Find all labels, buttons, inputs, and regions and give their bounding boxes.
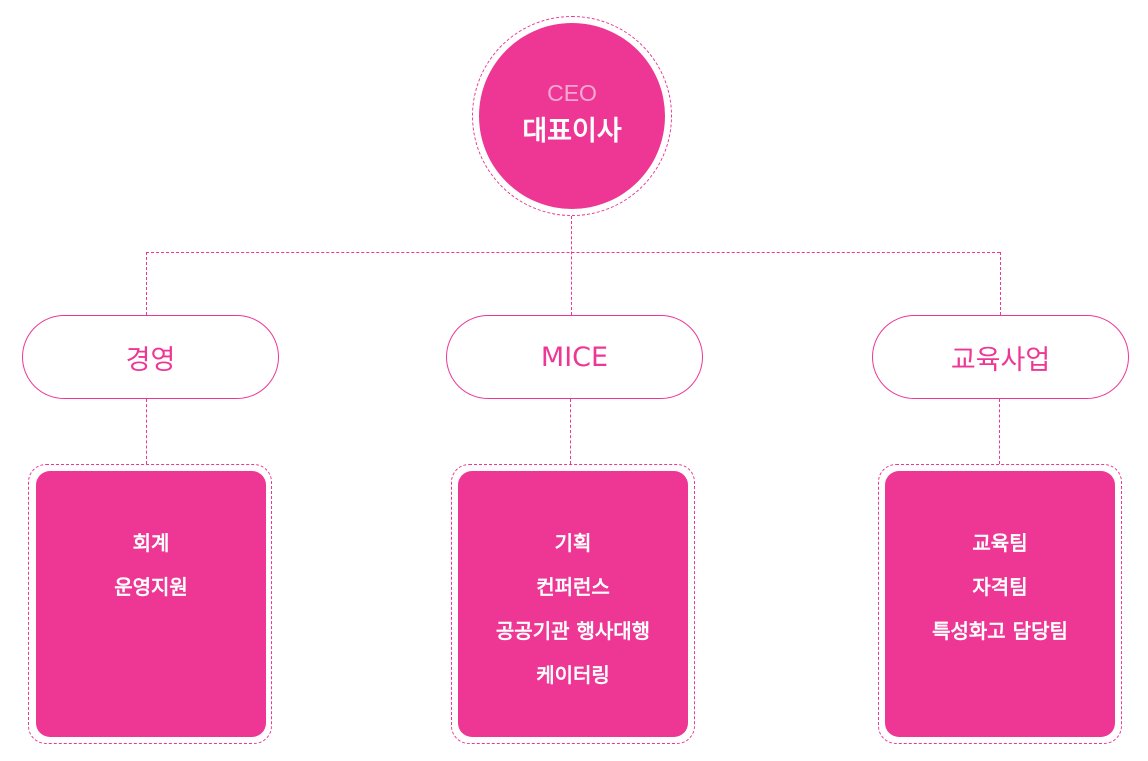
division-education: 교육사업	[872, 315, 1129, 399]
team-box-border	[878, 464, 1122, 744]
team-box-management: 회계 운영지원	[36, 471, 266, 737]
connector-right	[1000, 252, 1001, 315]
division-mice: MICE	[446, 315, 703, 399]
team-item: 특성화고 담당팀	[932, 619, 1068, 643]
connector-down-2	[570, 399, 571, 464]
ceo-title-ko: 대표이사	[522, 116, 622, 147]
team-box-education: 교육팀 자격팀 특성화고 담당팀	[885, 471, 1115, 737]
team-box-border	[451, 464, 695, 744]
team-item: 케이터링	[536, 663, 610, 687]
ceo-title-en: CEO	[547, 80, 597, 106]
team-item: 교육팀	[972, 531, 1028, 555]
connector-left	[146, 252, 147, 315]
team-item: 공공기관 행사대행	[495, 619, 651, 643]
team-item: 자격팀	[972, 575, 1028, 599]
connector-down-1	[146, 399, 147, 464]
team-item: 컨퍼런스	[536, 575, 610, 599]
team-box-border	[28, 464, 272, 744]
ceo-ring	[472, 16, 672, 216]
team-item: 회계	[132, 531, 170, 555]
connector-down-3	[999, 399, 1000, 464]
team-item: 기획	[554, 531, 592, 555]
team-box-mice: 기획 컨퍼런스 공공기관 행사대행 케이터링	[458, 471, 688, 737]
connector-ceo	[571, 216, 572, 315]
team-item: 운영지원	[114, 575, 188, 599]
connector-horizontal	[146, 252, 1000, 253]
ceo-node: CEO 대표이사	[479, 23, 665, 209]
division-management: 경영	[22, 315, 279, 399]
